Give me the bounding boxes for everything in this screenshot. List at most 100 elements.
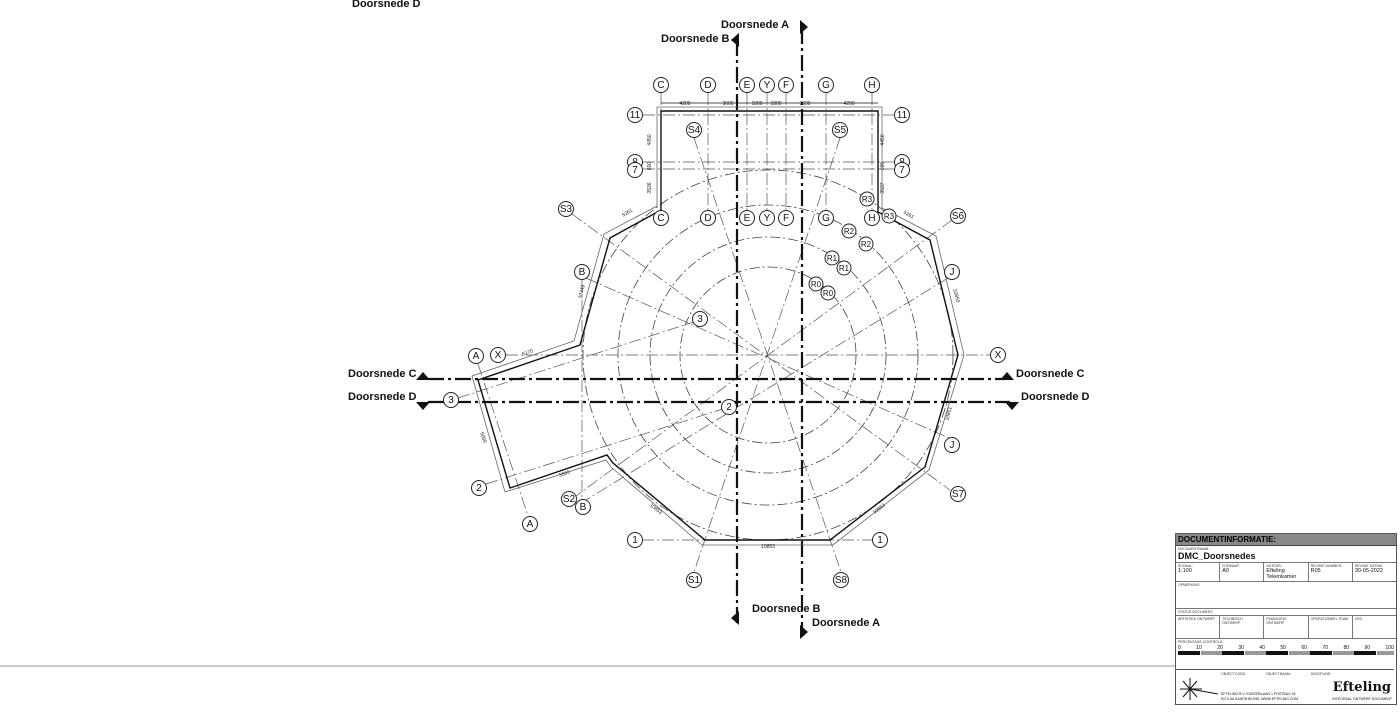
title-block: DOCUMENTINFORMATIE: DOCUMENTNAAM: DMC_Do… bbox=[1175, 533, 1397, 705]
grid-bubble-n11: 11 bbox=[894, 107, 910, 123]
bubble-circle bbox=[686, 122, 702, 138]
section-arrow-icon bbox=[1000, 372, 1014, 380]
section-arrow-icon bbox=[416, 402, 430, 410]
dim-text: 5261 bbox=[621, 208, 634, 219]
grid-bubble-s8: S8 bbox=[833, 572, 849, 588]
bubble-label: S8 bbox=[835, 575, 848, 586]
grid-bubble-s5: S5 bbox=[832, 122, 848, 138]
section-label-a-top: Doorsnede A bbox=[721, 19, 789, 31]
auteur-label: AUTEUR: bbox=[1266, 564, 1282, 568]
grid-bubble-s6: S6 bbox=[950, 208, 966, 224]
bubble-circle bbox=[864, 77, 880, 93]
bubble-label: A bbox=[527, 519, 534, 530]
bubble-circle bbox=[881, 208, 897, 224]
grid-bubble-r0: R0 bbox=[820, 285, 836, 301]
bubble-label: Y bbox=[764, 80, 771, 91]
scale-tick: 90 bbox=[1364, 645, 1371, 651]
grid-bubble-f: F bbox=[778, 77, 794, 93]
bubble-circle bbox=[558, 201, 574, 217]
bubble-circle bbox=[858, 236, 874, 252]
bubble-circle bbox=[686, 572, 702, 588]
bubble-circle bbox=[692, 311, 708, 327]
bubble-label: 7 bbox=[899, 165, 905, 176]
bubble-label: R3 bbox=[862, 195, 873, 204]
approval-label: CEO bbox=[1354, 617, 1363, 621]
star-logo-icon bbox=[1180, 678, 1218, 700]
dimension-labels: 4200 3600 1800 1800 3600 4200 4450 600 3… bbox=[478, 101, 960, 550]
controle-label: PERCENTAGE CONTROLE: bbox=[1178, 640, 1224, 644]
schaal-label: SCHAAL: bbox=[1178, 564, 1193, 568]
grid-bubble-s4: S4 bbox=[686, 122, 702, 138]
bubble-circle bbox=[824, 250, 840, 266]
bubble-circle bbox=[990, 347, 1006, 363]
bubble-circle bbox=[894, 107, 910, 123]
grid-bubble-n1: 1 bbox=[627, 532, 643, 548]
grid-bubble-n2: 2 bbox=[471, 480, 487, 496]
dim-text: 4450 bbox=[647, 134, 653, 145]
dim-text: 10853 bbox=[761, 544, 775, 550]
bubble-circle bbox=[443, 392, 459, 408]
bubble-label: S3 bbox=[560, 204, 573, 215]
grid-bubble-e: E bbox=[739, 210, 755, 226]
bubble-label: R0 bbox=[811, 280, 822, 289]
scale-tick: 40 bbox=[1259, 645, 1265, 651]
grid-bubble-b: B bbox=[574, 264, 590, 280]
bubble-label: 1 bbox=[877, 535, 883, 546]
bubble-circle bbox=[700, 210, 716, 226]
dim-text: 10349 bbox=[577, 284, 586, 299]
grid-bubble-r1: R1 bbox=[824, 250, 840, 266]
approval-label: OPERATIONEEL TEAM bbox=[1310, 617, 1349, 621]
bubble-circle bbox=[808, 276, 824, 292]
grid-bubble-d: D bbox=[700, 210, 716, 226]
bubble-label: R1 bbox=[827, 254, 838, 263]
bubble-label: S5 bbox=[834, 125, 847, 136]
bubble-circle bbox=[739, 77, 755, 93]
grid-bubble-r1: R1 bbox=[836, 260, 852, 276]
bubble-circle bbox=[574, 264, 590, 280]
section-arrow-icon bbox=[731, 611, 739, 625]
bubble-label: H bbox=[868, 80, 875, 91]
grid-bubble-s3: S3 bbox=[558, 201, 574, 217]
scale-tick: 60 bbox=[1301, 645, 1307, 651]
grid-bubble-n3: 3 bbox=[692, 311, 708, 327]
section-arrow-icon bbox=[1005, 402, 1019, 410]
dim-text: 3600 bbox=[799, 101, 810, 107]
scale-tick: 10 bbox=[1196, 645, 1202, 651]
schaal-value: 1:100 bbox=[1178, 568, 1192, 574]
bubble-label: R1 bbox=[839, 264, 850, 273]
bubble-label: X bbox=[995, 350, 1002, 361]
bubble-circle bbox=[944, 437, 960, 453]
dim-text: 5261 bbox=[902, 210, 915, 221]
grid-lines bbox=[457, 93, 990, 573]
section-arrow-icon bbox=[800, 625, 808, 639]
section-arrow-icon bbox=[731, 33, 739, 47]
grid-bubble-n7: 7 bbox=[894, 162, 910, 178]
dim-text: 600 bbox=[880, 162, 886, 171]
bubble-label: X bbox=[495, 350, 502, 361]
grid-bubble-n11: 11 bbox=[627, 107, 643, 123]
bubble-circle bbox=[950, 208, 966, 224]
status-label: STATUS DOCUMENT: bbox=[1178, 610, 1214, 614]
bubble-label: H bbox=[868, 213, 875, 224]
bubble-circle bbox=[653, 210, 669, 226]
bubble-label: S6 bbox=[952, 211, 965, 222]
dim-text: 3537 bbox=[880, 182, 886, 193]
grid-bubble-r0: R0 bbox=[808, 276, 824, 292]
scale-tick: 50 bbox=[1280, 645, 1286, 651]
bubble-label: A bbox=[473, 351, 480, 362]
objectcode-label: OBJECTCODE: bbox=[1221, 672, 1246, 676]
section-label-b-bottom: Doorsnede B bbox=[752, 603, 821, 615]
dim-text: 1800 bbox=[770, 101, 781, 107]
bubble-label: 11 bbox=[897, 110, 908, 121]
bubble-circle bbox=[490, 347, 506, 363]
bubble-label: 2 bbox=[726, 402, 732, 413]
address-line-1: EFTELING B.V. EUROPALAAN 1 POSTBUS 18 bbox=[1221, 692, 1296, 696]
bubble-label: Y bbox=[764, 213, 771, 224]
grid-bubble-d: D bbox=[700, 77, 716, 93]
grid-bubble-r2: R2 bbox=[858, 236, 874, 252]
grid-bubble-c: C bbox=[653, 77, 669, 93]
datum-label: REVISIE DATUM: bbox=[1354, 564, 1383, 568]
bubble-circle bbox=[818, 210, 834, 226]
